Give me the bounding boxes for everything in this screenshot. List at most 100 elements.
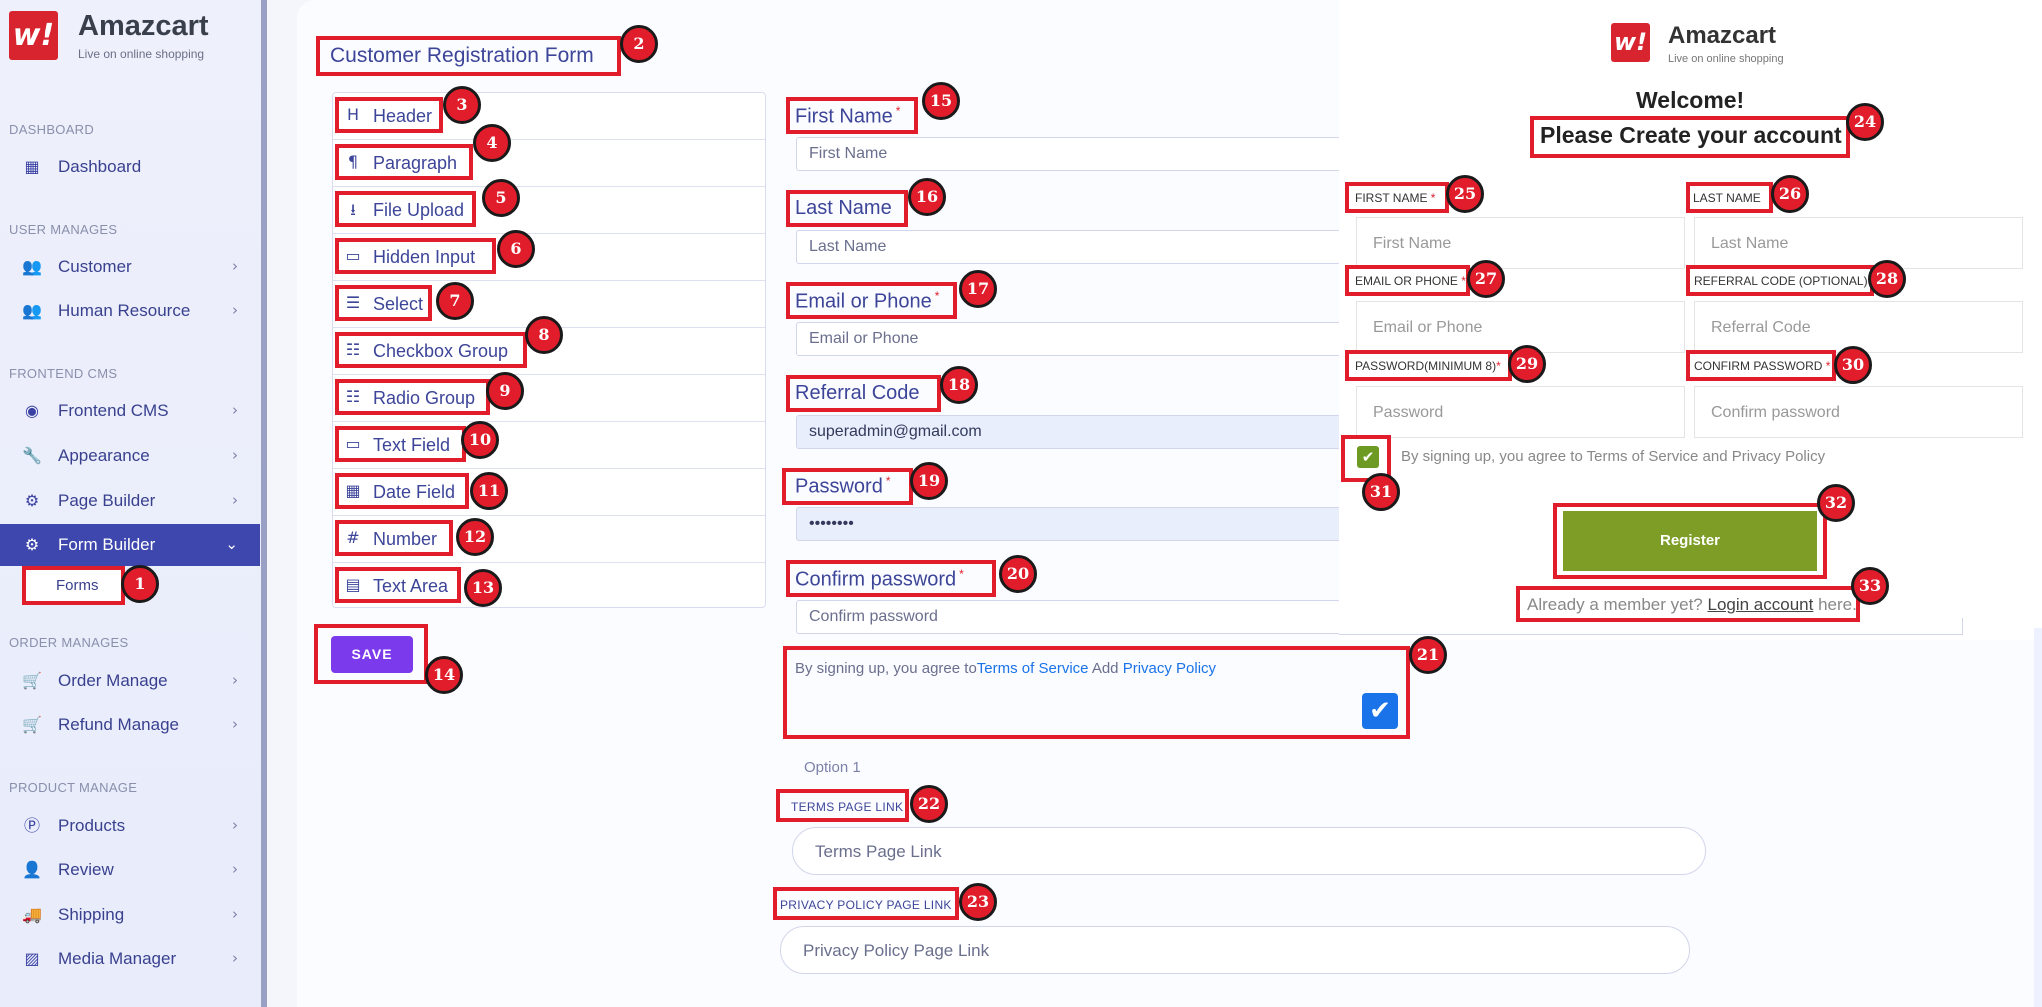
- sidebar-item-appearance[interactable]: 🔧 Appearance ›: [0, 435, 260, 477]
- password-label: Password*: [795, 474, 891, 498]
- annotation-badge-14: 14: [425, 656, 463, 694]
- sidebar-item-products[interactable]: Ⓟ Products ›: [0, 805, 260, 847]
- annotation-badge-7: 7: [436, 282, 474, 320]
- sidebar-item-media-manager[interactable]: ▨ Media Manager ›: [0, 938, 260, 980]
- referral-label: Referral Code: [795, 382, 920, 404]
- select-icon: ☰: [345, 293, 361, 312]
- sidebar-item-label: Customer: [58, 257, 132, 276]
- palette-item-checkbox-group[interactable]: ☷Checkbox Group: [333, 328, 765, 375]
- palette-item-text-area[interactable]: ▤ Text Area: [333, 563, 765, 610]
- header-icon: H: [346, 105, 360, 124]
- page-edge: [2034, 628, 2042, 1007]
- chevron-right-icon: ›: [232, 257, 238, 275]
- save-button[interactable]: SAVE: [331, 636, 413, 673]
- confirm-password-input[interactable]: Confirm password: [796, 600, 1341, 634]
- grid-icon: ▦: [24, 157, 40, 176]
- sidebar-item-shipping[interactable]: 🚚 Shipping ›: [0, 894, 260, 936]
- preview-welcome: Welcome!: [1636, 87, 1745, 113]
- product-icon: Ⓟ: [23, 816, 40, 835]
- sidebar-scrollbar[interactable]: [261, 0, 267, 1007]
- terms-page-link-input[interactable]: Terms Page Link: [792, 827, 1706, 875]
- palette-item-label: Text Area: [373, 576, 449, 596]
- annotation-badge-20: 20: [999, 555, 1037, 593]
- sidebar-item-human-resource[interactable]: 👥 Human Resource ›: [0, 290, 260, 332]
- last-name-input[interactable]: Last Name: [796, 230, 1341, 264]
- annotation-badge-3: 3: [443, 86, 481, 124]
- section-frontend-cms: FRONTEND CMS: [9, 366, 118, 381]
- sidebar-item-customer[interactable]: 👥 Customer ›: [0, 246, 260, 288]
- users-icon: 👥: [22, 257, 42, 276]
- palette-item-label: Select: [373, 294, 424, 314]
- sidebar-item-frontend-cms[interactable]: ◉ Frontend CMS ›: [0, 390, 260, 432]
- agree-checkbox[interactable]: ✔: [1362, 693, 1398, 729]
- radio-group-icon: ☷: [345, 387, 361, 406]
- preview-brand-name: Amazcart: [1668, 22, 1777, 49]
- preview-confirm-password-input[interactable]: Confirm password: [1694, 386, 2023, 438]
- preview-brand-tagline: Live on online shopping: [1668, 53, 1784, 65]
- user-icon: 👤: [22, 860, 42, 879]
- login-account-link[interactable]: Login account: [1707, 595, 1814, 614]
- referral-input[interactable]: superadmin@gmail.com: [796, 415, 1341, 449]
- annotation-badge-16: 16: [908, 178, 946, 216]
- sidebar-item-review[interactable]: 👤 Review ›: [0, 849, 260, 891]
- preview-email-input[interactable]: Email or Phone: [1356, 301, 1685, 353]
- palette-item-label: Header: [373, 106, 433, 126]
- sidebar-item-label: Appearance: [58, 446, 150, 465]
- annotation-badge-6: 6: [497, 230, 535, 268]
- register-button[interactable]: Register: [1563, 511, 1817, 571]
- form-title: Customer Registration Form: [330, 44, 594, 67]
- palette-item-file-upload[interactable]: ⭳ File Upload: [333, 187, 765, 234]
- sidebar-item-label: Media Manager: [58, 949, 177, 968]
- palette-item-header[interactable]: H Header: [333, 93, 765, 140]
- section-order-manages: ORDER MANAGES: [9, 635, 129, 650]
- preview-agree-checkbox[interactable]: ✔: [1357, 446, 1379, 468]
- annotation-badge-1: 1: [121, 565, 159, 603]
- terms-link[interactable]: Terms of Service: [976, 660, 1089, 677]
- chevron-right-icon: ›: [232, 949, 238, 967]
- sidebar-item-form-builder[interactable]: ⚙ Form Builder ⌄: [0, 524, 260, 566]
- option-1: Option 1: [804, 759, 861, 776]
- text-area-icon: ▤: [345, 575, 361, 594]
- preview-referral-input[interactable]: Referral Code: [1694, 301, 2023, 353]
- preview-last-name-input[interactable]: Last Name: [1694, 217, 2023, 269]
- chevron-right-icon: ›: [232, 860, 238, 878]
- sidebar-item-order-manage[interactable]: 🛒 Order Manage ›: [0, 660, 260, 702]
- palette-item-number[interactable]: #Number: [333, 516, 765, 563]
- password-input[interactable]: ••••••••: [796, 507, 1341, 541]
- annotation-badge-17: 17: [959, 270, 997, 308]
- palette-item-text-field[interactable]: ▭Text Field: [333, 422, 765, 469]
- annotation-badge-4: 4: [473, 124, 511, 162]
- sidebar-item-dashboard[interactable]: ▦ Dashboard: [0, 146, 260, 188]
- agree-text: By signing up, you agree toTerms of Serv…: [795, 660, 1217, 677]
- palette-item-date-field[interactable]: ▦Date Field: [333, 469, 765, 516]
- annotation-badge-30: 30: [1834, 346, 1872, 384]
- palette-item-hidden-input[interactable]: ▭Hidden Input: [333, 234, 765, 281]
- sidebar-item-refund-manage[interactable]: 🛒 Refund Manage ›: [0, 704, 260, 746]
- gears-icon: ⚙: [24, 491, 40, 510]
- palette-item-label: File Upload: [373, 200, 465, 220]
- brand-tagline: Live on online shopping: [78, 47, 205, 61]
- sidebar-item-label: Review: [58, 860, 114, 879]
- email-input[interactable]: Email or Phone: [796, 322, 1341, 356]
- preview-first-name-input[interactable]: First Name: [1356, 217, 1685, 269]
- annotation-badge-19: 19: [910, 462, 948, 500]
- upload-icon: ⭳: [350, 200, 356, 219]
- sidebar-subitem-forms[interactable]: Forms: [22, 569, 122, 603]
- palette-item-paragraph[interactable]: ¶Paragraph: [333, 140, 765, 187]
- first-name-input[interactable]: First Name: [796, 137, 1341, 171]
- privacy-link[interactable]: Privacy Policy: [1122, 660, 1217, 677]
- palette-item-radio-group[interactable]: ☷Radio Group: [333, 375, 765, 422]
- last-name-label: Last Name: [795, 197, 892, 219]
- annotation-badge-27: 27: [1467, 260, 1505, 298]
- annotation-badge-29: 29: [1508, 345, 1546, 383]
- chevron-right-icon: ›: [232, 905, 238, 923]
- sidebar-item-page-builder[interactable]: ⚙ Page Builder ›: [0, 480, 260, 522]
- sidebar-item-label: Shipping: [58, 905, 125, 924]
- annotation-badge-8: 8: [525, 316, 563, 354]
- palette-item-label: Date Field: [373, 482, 456, 502]
- preview-email-label: EMAIL OR PHONE *: [1355, 274, 1466, 288]
- preview-password-input[interactable]: Password: [1356, 386, 1685, 438]
- privacy-policy-page-link-input[interactable]: Privacy Policy Page Link: [780, 926, 1690, 974]
- confirm-password-label: Confirm password*: [795, 567, 964, 591]
- brand-name: Amazcart: [78, 10, 209, 42]
